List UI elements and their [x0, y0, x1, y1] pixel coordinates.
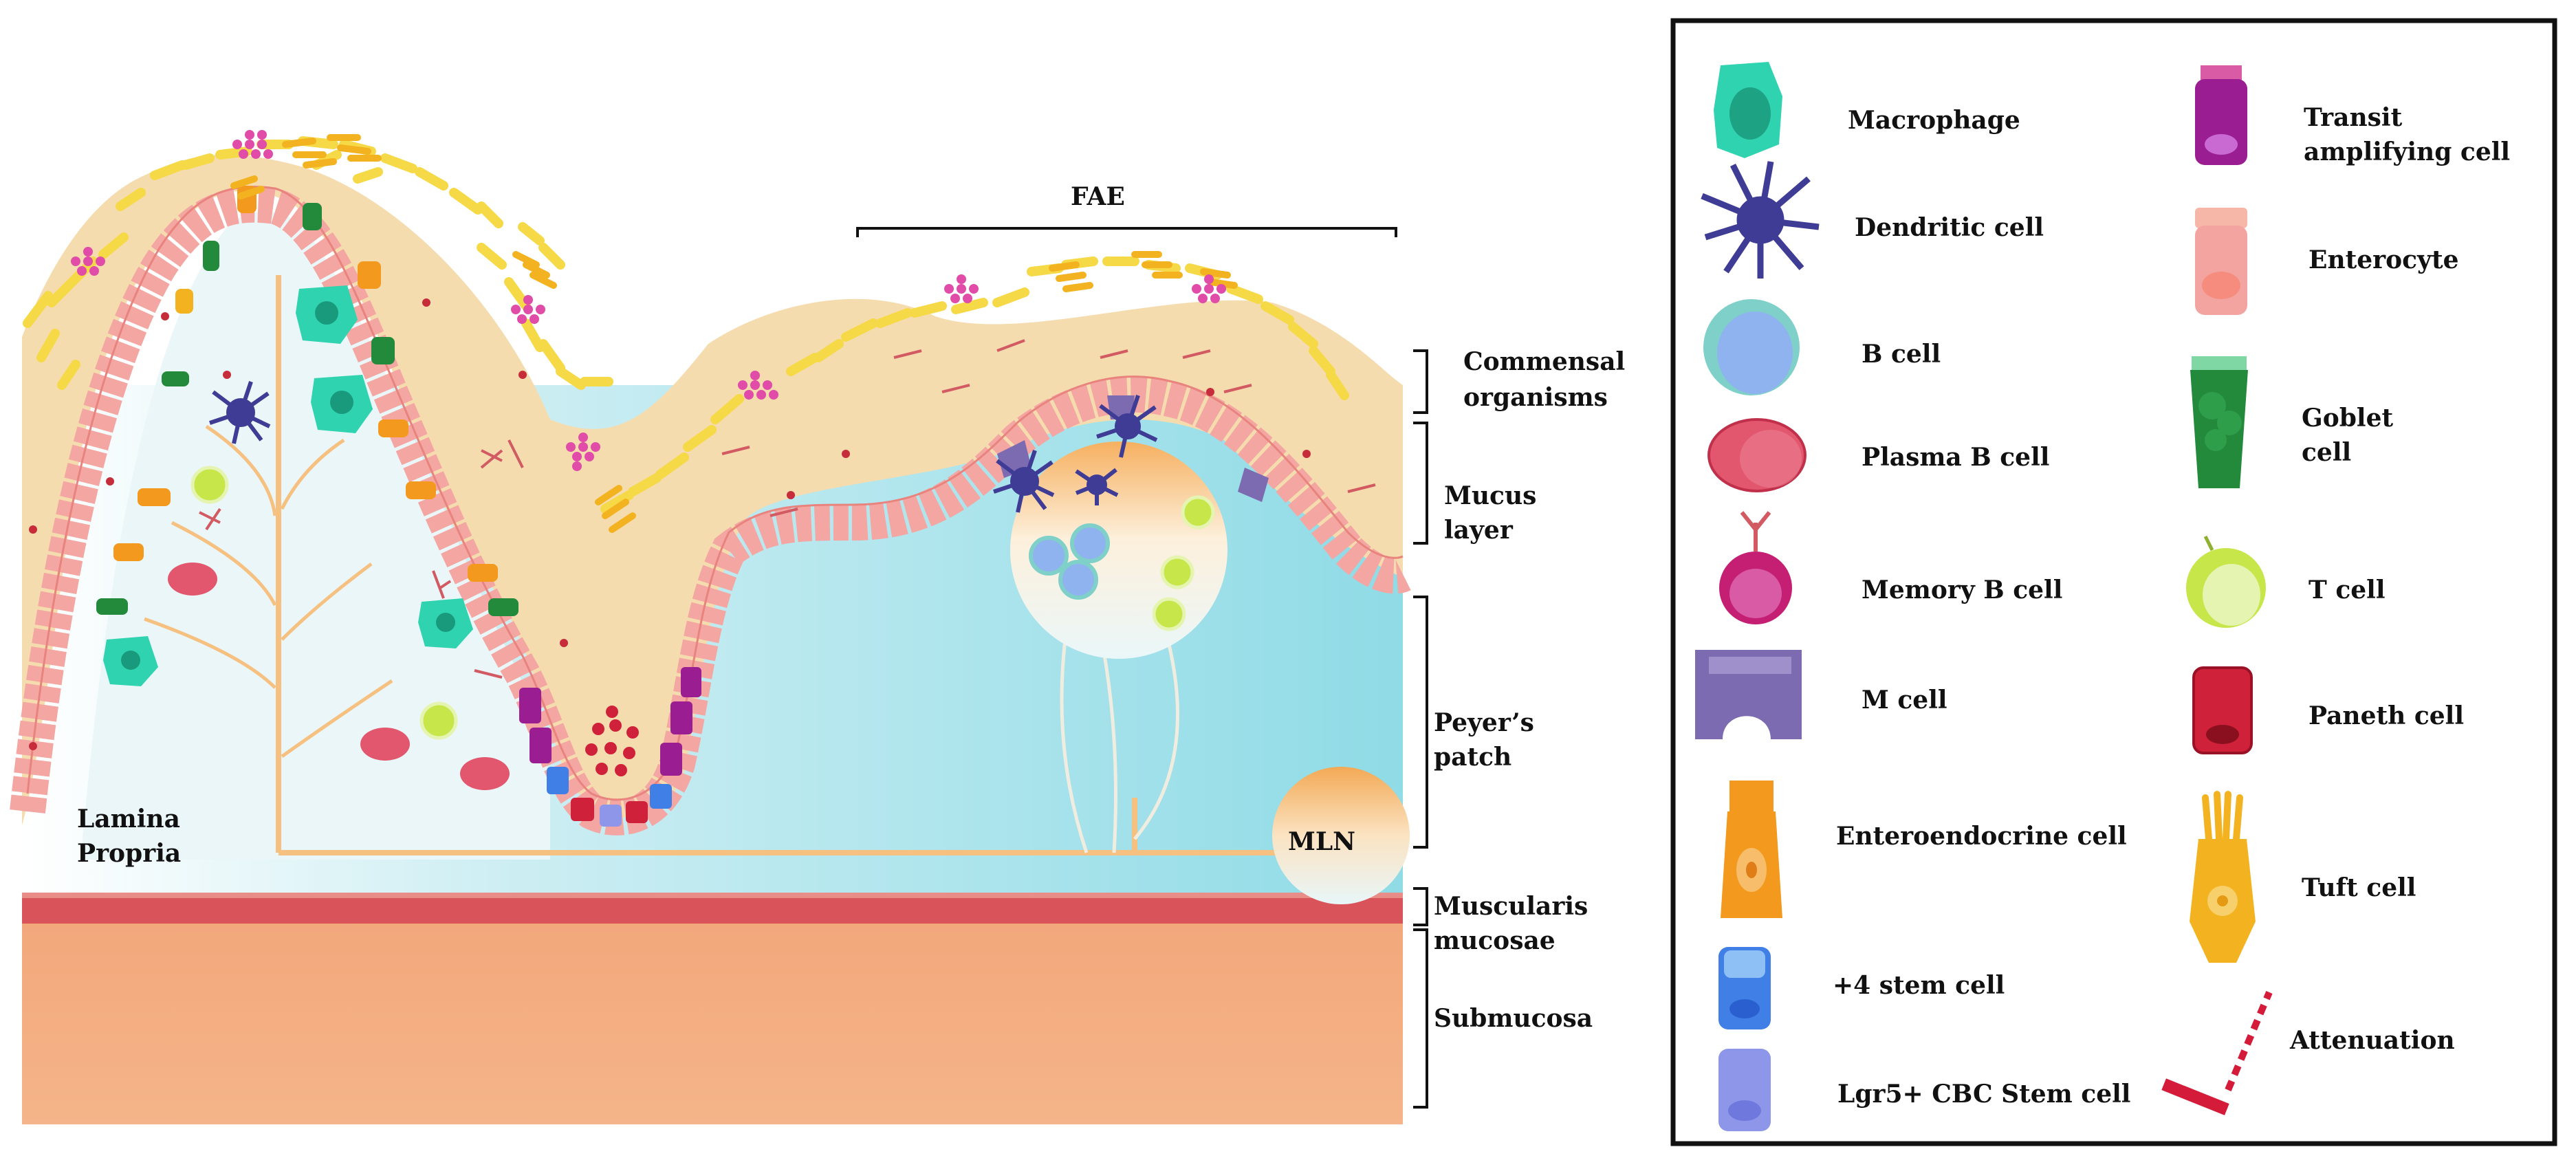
legend-plasma-b-cell: Plasma B cell [1862, 443, 2049, 472]
legend-m-cell: M cell [1862, 686, 1947, 715]
fae-label: FAE [1071, 182, 1125, 211]
commensal-orange [230, 134, 1238, 533]
lamina-immune-cells [168, 466, 510, 790]
t-cell-icon [2186, 535, 2266, 628]
layer-brackets [1413, 349, 1428, 1109]
goblet-cell-icon [2190, 356, 2248, 488]
muscularis-layer [22, 897, 1403, 924]
macrophages [103, 285, 473, 686]
fae-bracket [856, 227, 1397, 237]
mucus-label-2: layer [1444, 516, 1514, 545]
commensal-label: Commensal [1463, 347, 1625, 376]
layer-labels: Commensal organisms Mucus layer Peyer’s … [1434, 347, 1625, 1033]
mucus-layer [22, 154, 1403, 826]
paneth-cell-icon [2192, 666, 2253, 754]
dendritic-cell-icon [1701, 161, 1820, 279]
crypt-cells [519, 667, 701, 827]
attenuation-marks [199, 339, 1376, 679]
legend-b-cell: B cell [1862, 340, 1941, 369]
lamina-propria-label: Lamina [77, 805, 180, 833]
stem4-cell-icon [1718, 947, 1771, 1029]
villus-epithelium [10, 186, 1411, 836]
plasma-b-cell-icon [1707, 418, 1807, 492]
legend-goblet-cell-2: cell [2302, 438, 2351, 467]
legend-transit-cell: Transit [2304, 103, 2403, 132]
legend-tuft-cell: Tuft cell [2302, 873, 2416, 902]
m-cell-icon [1695, 650, 1802, 739]
macrophage-icon [1714, 62, 1782, 158]
lamina-propria-label-2: Propria [77, 839, 181, 868]
enterocyte-icon [2195, 208, 2247, 315]
tissue-scene: MLN [10, 130, 1411, 1124]
commensal-rods [23, 136, 1349, 514]
legend-attenuation: Attenuation [2289, 1026, 2455, 1055]
submucosa-label: Submucosa [1434, 1004, 1593, 1033]
submucosa-layer [22, 921, 1403, 1124]
villus-special-cells [96, 186, 519, 616]
commensal-cocci [71, 130, 1226, 471]
legend: Macrophage Dendritic cell B cell Plasma … [1670, 18, 2557, 1146]
legend-transit-cell-2: amplifying cell [2304, 138, 2510, 166]
dendritic-cells [209, 381, 1158, 513]
legend-t-cell: T cell [2308, 576, 2386, 604]
memory-b-cell-icon [1719, 511, 1792, 624]
follicle-b-cells [1029, 495, 1215, 631]
central-lacteal [144, 275, 1293, 855]
mucus-dots [29, 298, 1311, 750]
legend-dendritic-cell: Dendritic cell [1855, 213, 2044, 242]
attenuation-icon [2161, 991, 2273, 1115]
legend-paneth-cell: Paneth cell [2308, 701, 2464, 730]
commensal-label-2: organisms [1463, 383, 1608, 412]
legend-stem4-cell: +4 stem cell [1833, 971, 2005, 1000]
peyers-label-2: patch [1434, 743, 1511, 772]
muscularis-label: Muscularis [1434, 892, 1588, 921]
transit-amplifying-cell-icon [2195, 65, 2247, 165]
crypt-granules [585, 706, 639, 776]
legend-macrophage: Macrophage [1848, 106, 2020, 135]
legend-lgr5-stem-cell: Lgr5+ CBC Stem cell [1837, 1080, 2130, 1109]
tuft-cell-icon [2190, 791, 2256, 963]
b-cell-icon [1703, 299, 1800, 395]
legend-box [1670, 18, 2557, 1146]
mln-node [1272, 767, 1410, 904]
legend-memory-b-cell: Memory B cell [1862, 576, 2062, 604]
legend-enterocyte: Enterocyte [2308, 246, 2459, 274]
peyers-label: Peyer’s [1434, 708, 1534, 737]
lgr5-stem-cell-icon [1718, 1049, 1771, 1131]
enteroendocrine-cell-icon [1721, 781, 1782, 918]
mln-label: MLN [1288, 827, 1355, 856]
legend-goblet-cell: Goblet [2302, 404, 2394, 433]
muscularis-label-2: mucosae [1434, 926, 1556, 955]
mucus-label: Mucus [1444, 481, 1536, 510]
legend-enteroendocrine-cell: Enteroendocrine cell [1836, 822, 2127, 851]
